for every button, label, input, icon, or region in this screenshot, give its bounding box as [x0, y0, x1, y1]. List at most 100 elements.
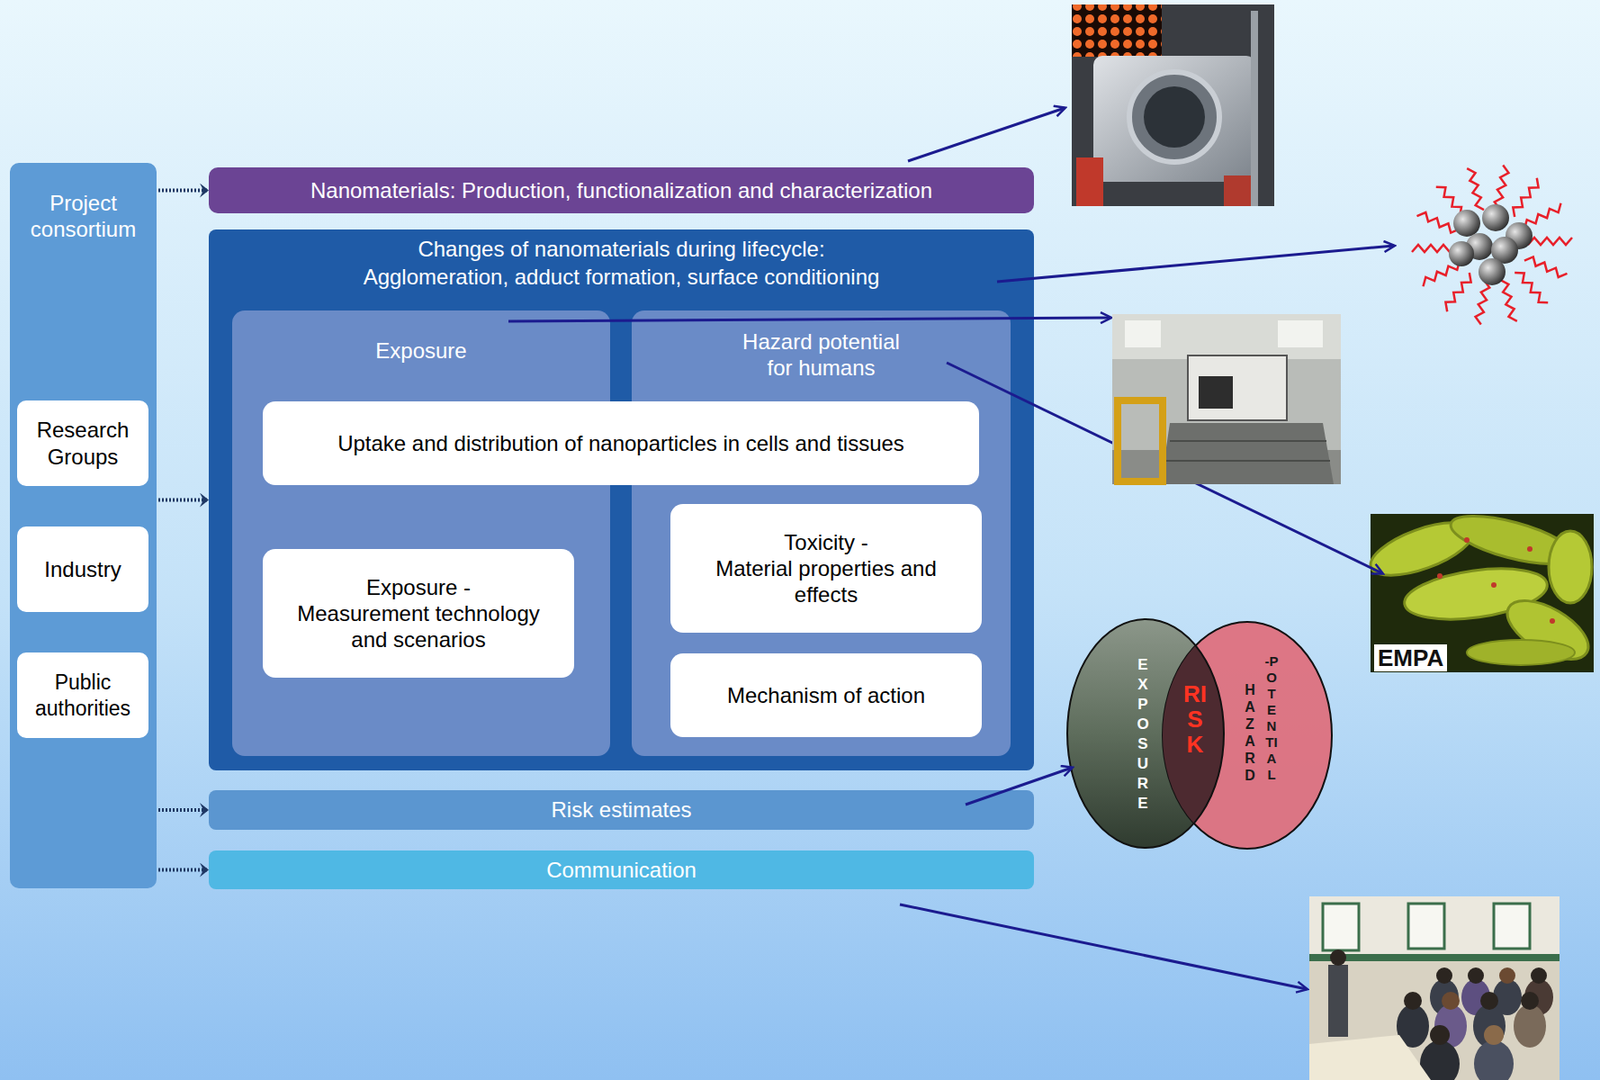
- person-head: [1520, 991, 1539, 1010]
- conveyor-line: [1169, 440, 1327, 442]
- table: [1309, 1034, 1431, 1080]
- red-valve: [1223, 175, 1251, 207]
- ligand: [1474, 279, 1492, 325]
- conveyor-line: [1166, 459, 1331, 462]
- venn-label: EXPOSURE: [1135, 655, 1151, 814]
- ligand: [1514, 268, 1548, 307]
- ligand: [1492, 164, 1511, 210]
- window: [1322, 903, 1359, 951]
- work-area-panel: Toxicity -Material properties and effect…: [631, 310, 1011, 756]
- audience-photo: [1309, 896, 1560, 1080]
- topic-band: Communication: [208, 850, 1034, 890]
- dotted-arrow: [158, 808, 208, 812]
- leader-arrow: [899, 904, 1307, 989]
- machine-door: [1198, 376, 1233, 409]
- photo-ground: [1309, 896, 1560, 1080]
- node-text: Uptake and distribution of nanoparticles…: [337, 430, 905, 457]
- dot-panel: [1071, 4, 1162, 57]
- leader-arrow: [508, 317, 1111, 322]
- cell-shape: [1466, 639, 1575, 666]
- particle-dot: [1491, 582, 1497, 588]
- risk-venn: [1067, 619, 1332, 849]
- person-head: [1483, 1024, 1504, 1045]
- view-port: [1143, 86, 1205, 148]
- ligand: [1528, 237, 1573, 245]
- particle-dot: [1464, 537, 1470, 543]
- person-body: [1474, 1040, 1514, 1080]
- cell-shape: [1401, 560, 1551, 628]
- particle: [1453, 209, 1481, 237]
- leader-arrow: [997, 245, 1394, 282]
- red-valve: [1076, 157, 1104, 207]
- ligand: [1417, 209, 1461, 236]
- node-text: Toxicity -: [783, 529, 868, 556]
- ligand: [1520, 203, 1565, 230]
- dotted-arrow: [158, 498, 208, 503]
- venn-label: RISK: [1183, 681, 1207, 757]
- person-body: [1492, 979, 1522, 1016]
- connector-group: [158, 190, 208, 871]
- person-head: [1436, 967, 1453, 984]
- photo-ground: [1370, 513, 1594, 673]
- node-text: Public authorities: [24, 669, 142, 720]
- member-box: Research Groups: [17, 400, 149, 486]
- exposure-outline: [1067, 619, 1224, 848]
- dotted-arrow: [158, 188, 208, 193]
- window: [1493, 903, 1530, 949]
- nanoparticle-cluster: [1411, 164, 1573, 324]
- risk-overlap: [1162, 621, 1332, 849]
- work-package-box: Exposure -Measurement technology and sce…: [262, 548, 575, 678]
- dotted-arrow: [158, 868, 208, 872]
- cell-shape: [1548, 530, 1592, 603]
- node-text: Industry: [44, 556, 121, 583]
- standing-person: [1328, 964, 1349, 1037]
- person-body: [1434, 1004, 1467, 1048]
- leader-arrow: [946, 362, 1383, 574]
- venn-label: HAZARD: [1242, 681, 1258, 784]
- particle: [1505, 222, 1533, 250]
- photo-ground: [1071, 4, 1275, 207]
- work-package-box: Mechanism of action: [670, 653, 982, 738]
- particle: [1482, 204, 1510, 232]
- person-head: [1330, 949, 1347, 966]
- ligand: [1411, 244, 1457, 252]
- machine: [1187, 355, 1287, 421]
- floor: [1112, 449, 1341, 485]
- particle-dot: [1437, 573, 1443, 579]
- node-text: Project consortium: [9, 189, 157, 243]
- node-body-text: Material properties and effects: [686, 555, 966, 609]
- reactor-photo: [1071, 4, 1275, 207]
- person-body: [1429, 979, 1459, 1016]
- dot-grid: [1071, 4, 1162, 57]
- particle: [1465, 233, 1493, 261]
- leader-lines: [508, 107, 1394, 989]
- ligand: [1441, 272, 1475, 312]
- person-body: [1473, 1004, 1506, 1048]
- ligand: [1509, 178, 1543, 217]
- consortium-panel: Research GroupsIndustryPublic authoritie…: [9, 162, 157, 889]
- person-head: [1530, 967, 1547, 984]
- person-body: [1420, 1040, 1460, 1080]
- cell-shape: [1498, 588, 1599, 672]
- topic-band: Risk estimates: [208, 790, 1034, 830]
- particle-dot: [1527, 546, 1533, 552]
- watermark: EMPA: [1374, 644, 1448, 672]
- node-text: Nanomaterials: Production, functionaliza…: [310, 177, 933, 204]
- node-text: Research Groups: [24, 416, 142, 470]
- factory-photo: [1112, 314, 1341, 485]
- port-flange: [1129, 71, 1220, 162]
- conveyor: [1160, 422, 1334, 485]
- person-head: [1429, 1024, 1450, 1045]
- work-package-box: Uptake and distribution of nanoparticles…: [262, 401, 980, 486]
- cell-shape: [1364, 512, 1480, 586]
- exposure-circle: [1067, 619, 1224, 848]
- wall-trim: [1309, 953, 1560, 962]
- window: [1408, 903, 1445, 949]
- person-head: [1441, 991, 1460, 1010]
- node-text: Risk estimates: [550, 796, 692, 823]
- member-box: Industry: [17, 526, 149, 612]
- particle: [1491, 236, 1519, 264]
- cell-micrograph: [1364, 506, 1598, 673]
- ligand: [1420, 260, 1464, 288]
